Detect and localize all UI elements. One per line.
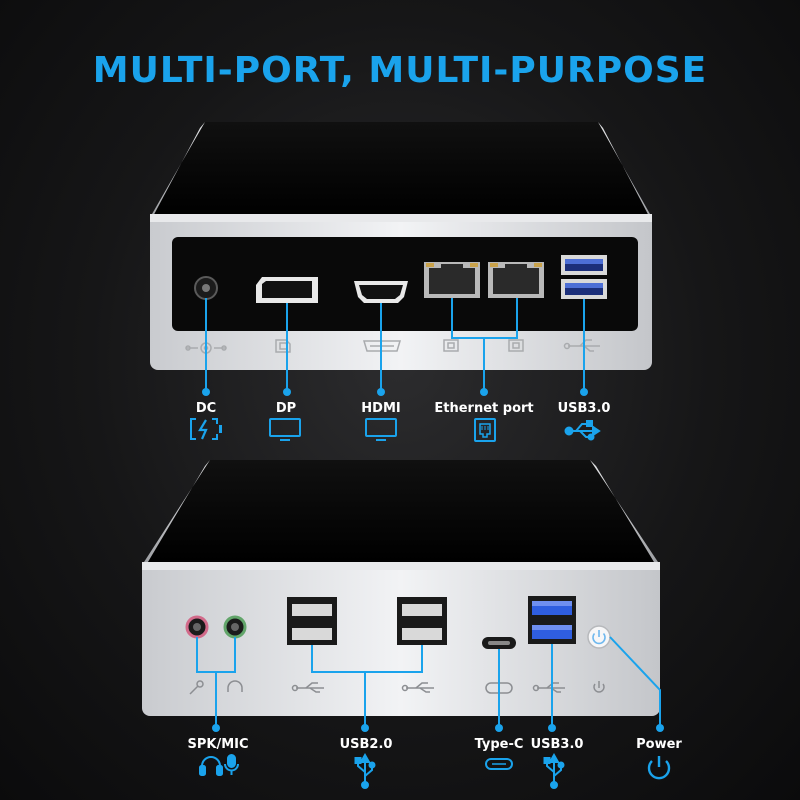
displayport-port (256, 277, 318, 303)
label-usb2: USB2.0 (339, 737, 393, 752)
rear-device-top-edge (150, 214, 652, 222)
label-hdmi: HDMI (361, 401, 401, 416)
rear-callout-lines (205, 298, 585, 392)
rear-callout-dots (202, 388, 588, 396)
label-dc: DC (195, 401, 217, 416)
dc-jack (194, 276, 218, 300)
hdmi-port (354, 281, 408, 303)
rear-label-icons (190, 418, 601, 442)
speaker-jack (185, 615, 209, 639)
headphones-icon (199, 756, 223, 776)
label-rear-usb3: USB3.0 (557, 401, 611, 416)
front-label-icons (199, 752, 671, 789)
front-callout-lines (196, 636, 661, 728)
label-power: Power (636, 737, 682, 752)
ethernet-port-1 (424, 262, 480, 298)
microphone-icon (224, 754, 239, 775)
headphone-engraved-icon (227, 680, 243, 692)
rear-device (150, 122, 652, 370)
charging-battery-icon (190, 418, 222, 440)
label-spk-mic: SPK/MIC (187, 737, 249, 752)
label-dp: DP (275, 401, 297, 416)
power-engraved-icon (593, 681, 605, 693)
power-button[interactable] (587, 625, 611, 649)
ethernet-port-2 (488, 262, 544, 298)
rear-device-top (152, 122, 650, 214)
headline: MULTI-PORT, MULTI-PURPOSE (92, 50, 708, 91)
usb2-icon (354, 752, 376, 789)
rear-usb3-ports (561, 255, 607, 299)
label-front-usb3: USB3.0 (530, 737, 584, 752)
usb-engraved-icon-right (401, 682, 434, 693)
ethernet-engraved-icon-1 (443, 339, 459, 352)
hdmi-monitor-icon (365, 418, 397, 441)
usb-c-icon (485, 758, 513, 770)
front-usb3-ports (528, 596, 576, 644)
ethernet-icon (474, 418, 496, 442)
type-c-port (482, 637, 516, 649)
ethernet-engraved-icon-2 (508, 339, 524, 352)
front-device-top (144, 460, 658, 562)
label-ethernet-port: Ethernet port (434, 401, 534, 416)
usb3-icon (543, 752, 565, 789)
usb-icon (564, 420, 601, 441)
front-device (142, 460, 660, 716)
dp-monitor-icon (269, 418, 301, 441)
label-type-c: Type-C (474, 737, 524, 752)
power-icon (647, 756, 671, 780)
usb-engraved-icon-left (291, 682, 324, 693)
mic-engraved-icon (189, 680, 204, 695)
usb2-ports-right (397, 597, 447, 645)
front-device-top-edge (142, 562, 660, 570)
microphone-jack (223, 615, 247, 639)
usb2-ports-left (287, 597, 337, 645)
front-callout-dots (212, 724, 664, 732)
